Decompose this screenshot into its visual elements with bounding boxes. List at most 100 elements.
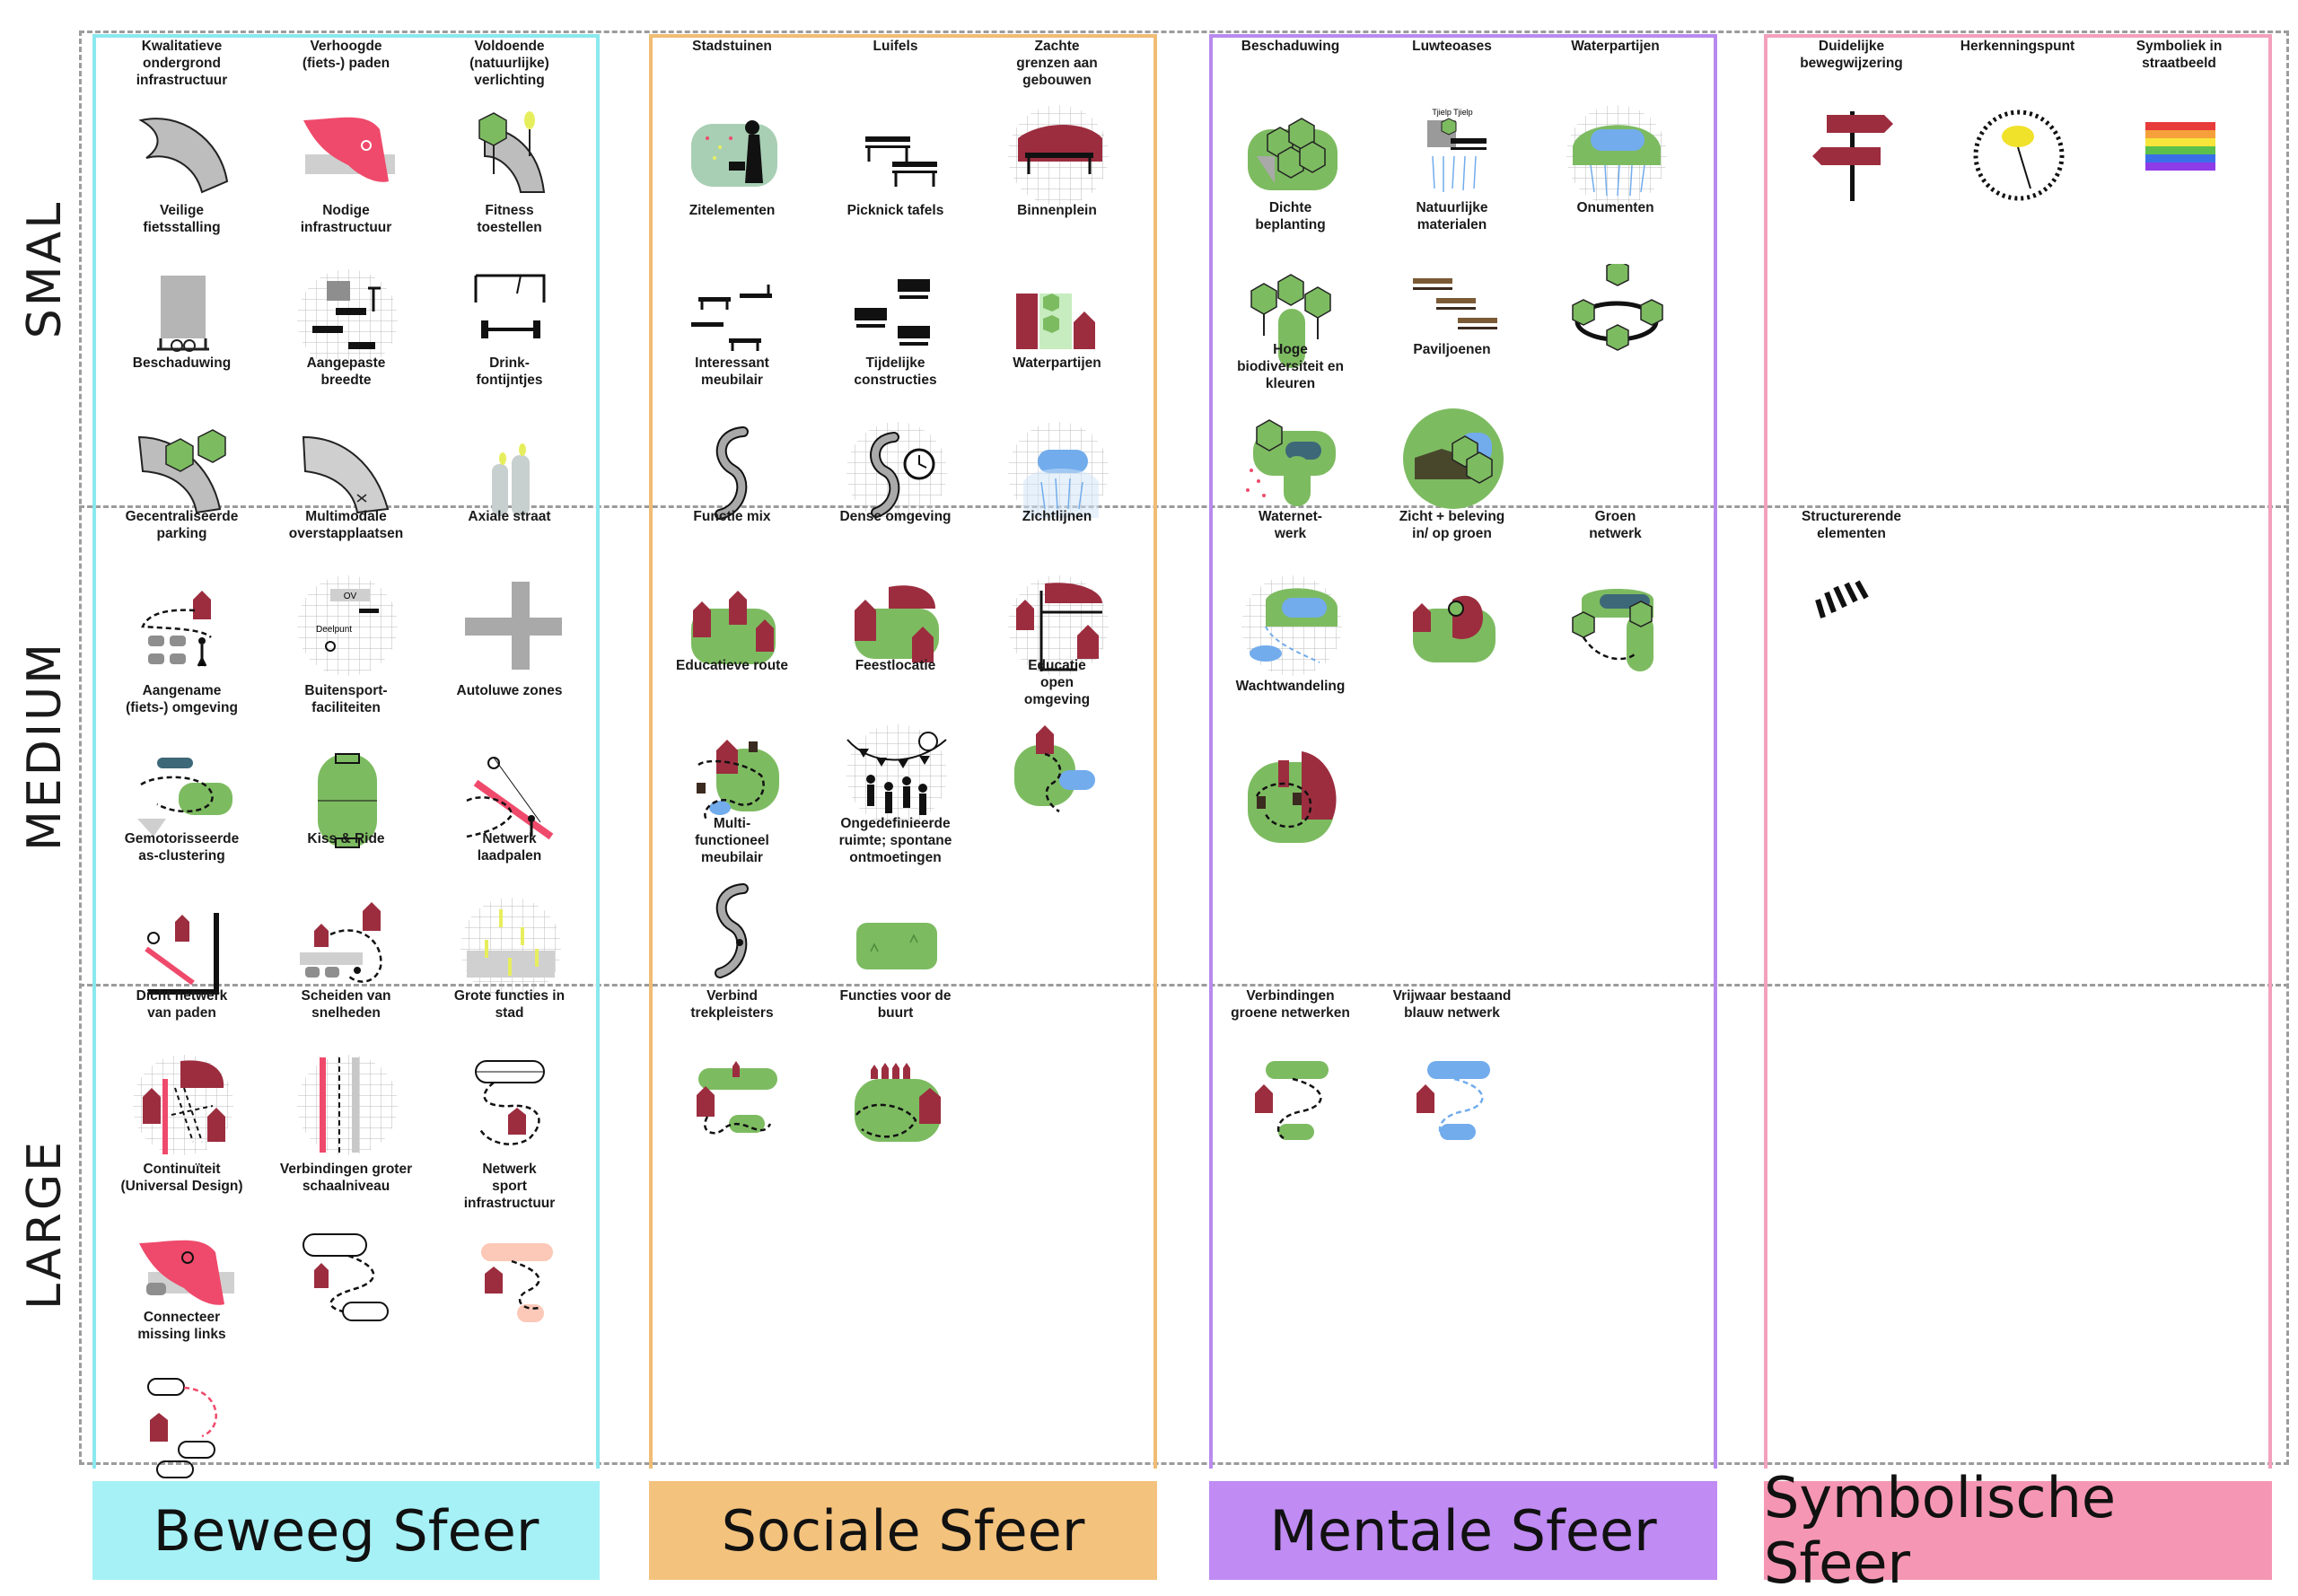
row-label-large: LARGE [18, 1138, 72, 1311]
hexagon-trees-icon [1248, 118, 1338, 190]
item-label: Symboliek in straatbeeld [2136, 39, 2223, 71]
item-hoge-biodiversiteit: Hoge biodiversiteit en kleuren [1212, 341, 1369, 512]
item-verbindingen-schaal: Verbindingen groter schaalniveau [268, 1161, 425, 1331]
green-network-icon [1572, 589, 1653, 671]
item-multifunctioneel: Multi- functioneel meubilair [653, 815, 811, 986]
item-natuurlijke-materialen: Natuurlijke materialen [1373, 199, 1531, 370]
item-label: Wachtwandeling [1235, 679, 1346, 694]
item-laadpalen: Netwerk laadpalen [431, 830, 588, 1001]
biodiversity-icon [1246, 419, 1336, 506]
picnic-table-icon [855, 279, 930, 346]
sport-network-icon [481, 1243, 553, 1322]
item-label: Autoluwe zones [456, 683, 563, 698]
item-label: Grote functies in stad [453, 988, 566, 1021]
view-green-icon [1413, 595, 1495, 662]
item-label: Gemotorisseerde as-clustering [124, 831, 240, 864]
row-label-medium: MEDIUM [18, 640, 72, 852]
adjusted-width-road-icon [302, 435, 390, 514]
natural-materials-icon [1413, 278, 1497, 329]
tree-ring-icon [1572, 264, 1663, 351]
item-label: Vrijwaar bestaand blauw netwerk [1392, 988, 1512, 1021]
item-gemotoriseerde-as: Gemotorisseerde as-clustering [103, 830, 260, 1001]
item-label: Veilige fietsstalling [143, 203, 221, 235]
item-symboliek: Symboliek in straatbeeld [2101, 38, 2258, 208]
column-frame-beweeg [92, 34, 600, 1469]
item-gecentraliseerde-parking: Gecentraliseerde parking [103, 508, 260, 679]
blue-network-icon [1417, 1061, 1490, 1140]
open-education-icon [1014, 725, 1095, 813]
item-kiss-ride: Kiss & Ride [268, 830, 425, 1001]
soft-edges-icon [1008, 105, 1109, 206]
item-continuiteit: Continuïteit (Universal Design) [103, 1161, 260, 1331]
item-dense-omgeving: Dense omgeving [817, 508, 974, 679]
item-label: Structurerende elementen [1801, 509, 1902, 541]
item-label: Axiale straat [468, 509, 551, 524]
item-label: Herkenningspunt [1960, 39, 2075, 54]
item-luwteoases: Luwteoases Tjielp Tjielp [1373, 38, 1531, 208]
water-network-icon [1241, 575, 1342, 676]
item-structurerende: Structurerende elementen [1773, 508, 1930, 679]
item-label: Verhoogde (fiets-) paden [302, 39, 390, 71]
column-frame-mentale [1209, 34, 1717, 1469]
dense-planting-icon [1250, 274, 1331, 368]
item-label: Educatie open omgeving [1023, 658, 1091, 707]
missing-links-icon [147, 1378, 217, 1478]
pavilion-icon [1403, 408, 1504, 509]
item-label: Kwalitatieve ondergrond infrastructuur [136, 39, 228, 88]
item-netwerk-sport: Netwerk sport infrastructuur [431, 1161, 588, 1331]
item-label: Aangepaste breedte [306, 355, 386, 388]
structuring-elements-icon [1815, 580, 1869, 618]
function-mix-icon [691, 591, 776, 664]
item-axiale-straat: Axiale straat [431, 508, 588, 679]
item-fietsstalling: Veilige fietsstalling [103, 202, 260, 373]
undefined-space-icon [856, 923, 937, 969]
column-title-sociale: Sociale Sfeer [649, 1481, 1157, 1580]
item-label: Interessant meubilair [695, 355, 769, 388]
road-shape-icon [138, 118, 229, 194]
item-groen-netwerk: Groen netwerk [1537, 508, 1694, 679]
pond-icon [1566, 105, 1667, 206]
rainbow-flag-icon [2145, 122, 2215, 171]
item-label: Dicht netwerk van paden [136, 988, 228, 1021]
item-educatieve-route: Educatieve route [653, 657, 811, 828]
item-label: Functies voor de buurt [839, 988, 952, 1021]
item-label: Onumenten [1576, 200, 1654, 215]
item-missing-links: Connecteer missing links [103, 1309, 260, 1479]
universal-design-icon [139, 1240, 234, 1305]
sightlines-icon [1008, 575, 1109, 676]
item-nodige-infrastructuur: Nodige infrastructuur [268, 202, 425, 373]
courtyard-icon [1016, 294, 1095, 349]
item-interessant-meubilair: Interessant meubilair [653, 355, 811, 525]
item-onumenten: Onumenten [1537, 199, 1694, 370]
item-label: Aangename (fiets-) omgeving [126, 683, 238, 715]
item-waterpartijen-sociaal: Waterpartijen [978, 355, 1136, 525]
item-ongedefinieerde: Ongedefinieerde ruimte; spontane ontmoet… [817, 815, 974, 986]
item-aangepaste-breedte: Aangepaste breedte [268, 355, 425, 525]
row-divider-smal-medium [79, 505, 2289, 508]
green-connections-icon [1255, 1061, 1329, 1140]
waiting-walk-icon [1248, 751, 1337, 843]
item-label: Dense omgeving [839, 509, 952, 524]
item-blauw-netwerk: Vrijwaar bestaand blauw netwerk [1373, 987, 1531, 1158]
item-zitelementen: Zitelementen [653, 202, 811, 373]
drinking-fountain-icon [492, 443, 530, 516]
quiet-oasis-icon: Tjielp Tjielp [1427, 108, 1487, 192]
charging-network-icon [460, 898, 561, 998]
item-bewegwijzering: Duidelijke bewegwijzering [1773, 38, 1930, 208]
item-waternetwerk: Waternet- werk [1212, 508, 1369, 679]
item-picknick: Picknick tafels [817, 202, 974, 373]
item-label: Stadstuinen [692, 39, 772, 54]
item-label: Groen netwerk [1589, 509, 1642, 541]
item-label: Dichte beplanting [1255, 200, 1326, 232]
separate-speeds-icon [297, 1055, 398, 1155]
item-paviljoenen: Paviljoenen [1373, 341, 1531, 512]
item-scheiden-snelheden: Scheiden van snelheden [268, 987, 425, 1158]
central-parking-icon [141, 591, 212, 667]
city-garden-icon [691, 120, 777, 187]
bike-storage-icon [157, 276, 209, 352]
item-zichtlijnen: Zichtlijnen [978, 508, 1136, 679]
multifunctional-furniture-icon [715, 883, 749, 978]
party-location-icon [846, 724, 947, 825]
low-car-zone-icon [466, 757, 554, 840]
pleasant-bike-environment-icon [137, 758, 232, 837]
